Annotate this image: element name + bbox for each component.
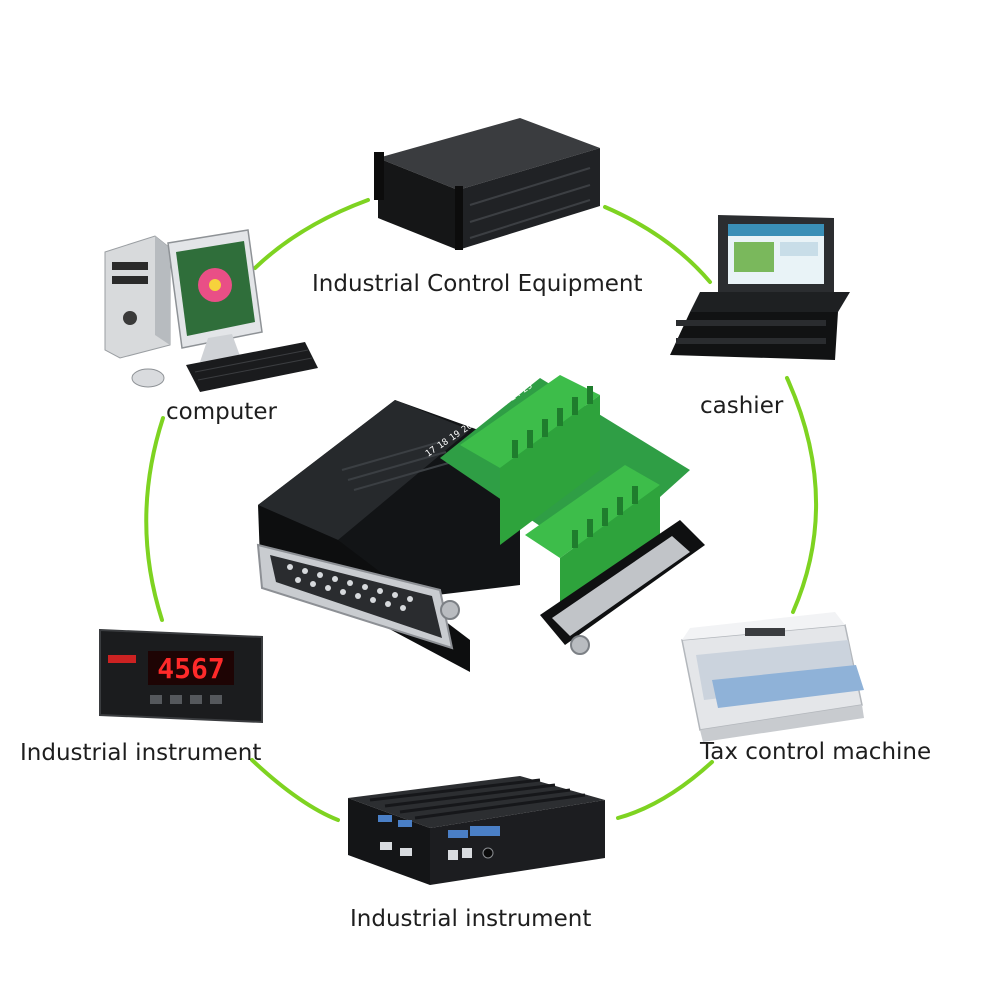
arc-bottom-left — [250, 758, 340, 822]
label-cashier: cashier — [700, 393, 784, 419]
arc-left — [144, 416, 165, 622]
label-computer: computer — [166, 399, 277, 425]
label-tax-control-machine: Tax control machine — [700, 739, 932, 765]
meter-display: 4567 — [157, 652, 224, 685]
arc-right — [785, 376, 818, 614]
label-industrial-instrument-left: Industrial instrument — [20, 740, 262, 766]
arc-top-right — [603, 205, 712, 284]
arc-bottom-right — [616, 760, 714, 820]
label-industrial-instrument-bottom: Industrial instrument — [350, 906, 592, 932]
arc-top-left — [253, 198, 370, 270]
label-industrial-control-equipment: Industrial Control Equipment — [312, 271, 643, 297]
